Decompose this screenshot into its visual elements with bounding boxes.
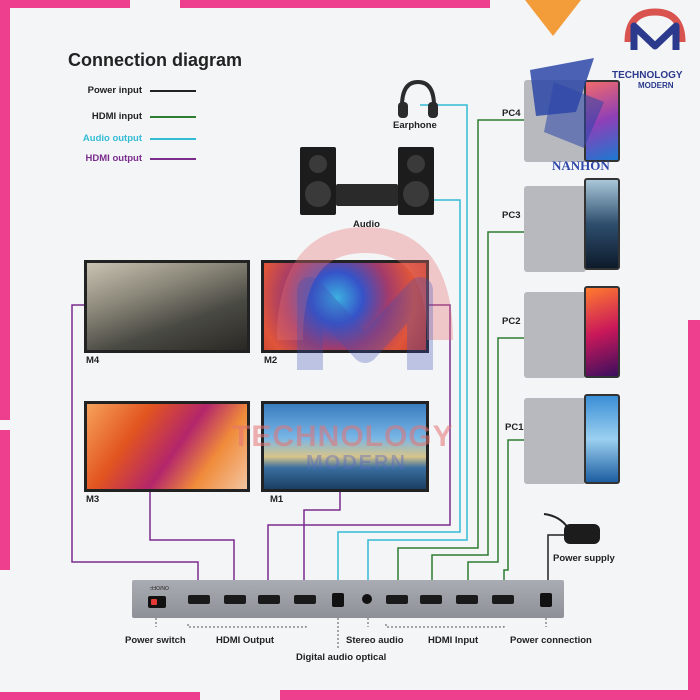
amplifier <box>336 184 398 206</box>
wm-center-line1: TECHNOLOGY <box>232 420 454 453</box>
line-audio-speaker <box>337 199 461 583</box>
line-hdmi-in-pc4 <box>397 119 525 583</box>
center-watermark-icon <box>277 226 453 370</box>
legend-power-label: Power input <box>87 85 142 96</box>
hdmi-in-port-3[interactable] <box>420 595 442 604</box>
monitor-m1 <box>261 401 429 492</box>
power-adapter-icon <box>543 513 600 544</box>
frame-bottom-right-bar <box>280 690 700 700</box>
tm-logo-icon <box>624 8 686 50</box>
diagram-title: Connection diagram <box>68 50 243 70</box>
frame-orange-triangle <box>525 0 581 36</box>
wm-logo-line1: TECHNOLOGY <box>612 70 683 81</box>
hdmi-out-port-1[interactable] <box>294 595 316 604</box>
frame-left-bottom-bar <box>0 430 10 570</box>
line-audio-earphone <box>367 104 468 583</box>
monitor-m2-label: M2 <box>264 355 278 366</box>
hdmi-out-port-3[interactable] <box>224 595 246 604</box>
stereo-audio-label: Stereo audio <box>346 635 404 646</box>
hdmi-in-port-1[interactable] <box>492 595 514 604</box>
frame-left-bar <box>0 0 10 420</box>
headphones-icon <box>398 79 438 118</box>
legend-audio-output-label: Audio output <box>82 133 142 144</box>
optical-audio-port[interactable] <box>332 593 344 607</box>
monitor-m4 <box>84 260 250 353</box>
digital-audio-optical-label: Digital audio optical <box>296 652 387 663</box>
line-hdmi-in-pc3 <box>431 231 525 583</box>
line-hdmi-in-pc1 <box>503 439 525 583</box>
power-switch[interactable] <box>148 596 166 608</box>
monitor-m1-label: M1 <box>270 494 284 505</box>
pc3-label: PC3 <box>502 210 521 221</box>
wm-logo-line2: MODERN <box>638 81 674 90</box>
pc2-laptop <box>524 292 586 378</box>
hdmi-out-port-4[interactable] <box>188 595 210 604</box>
line-hdmi-out-m2 <box>267 304 451 583</box>
monitor-m3-label: M3 <box>86 494 100 505</box>
line-hdmi-out-m4 <box>71 304 199 583</box>
audio-label: Audio <box>353 219 380 230</box>
wm-center-line2: MODERN <box>306 452 407 474</box>
pc3-laptop <box>524 186 586 272</box>
pc3-screen <box>584 178 620 270</box>
monitor-m3 <box>84 401 250 492</box>
frame-right-bar <box>688 320 700 700</box>
legend-hdmi-output-line <box>150 157 196 160</box>
legend-audio-output-line <box>150 137 196 140</box>
speaker-left <box>300 147 336 215</box>
pc4-label: PC4 <box>502 108 521 119</box>
frame-top-bar <box>180 0 490 8</box>
legend-hdmi-input-label: HDMI input <box>91 111 142 122</box>
monitor-m4-label: M4 <box>86 355 100 366</box>
hdmi-input-label: HDMI Input <box>428 635 479 646</box>
frame-bottom-bar <box>0 692 200 700</box>
hdmi-in-port-4[interactable] <box>386 595 408 604</box>
line-hdmi-out-m3 <box>149 490 235 583</box>
power-supply-label: Power supply <box>553 553 615 564</box>
legend-power: Power input <box>50 85 196 96</box>
frame-top-left-bar <box>0 0 130 8</box>
legend-power-line <box>150 89 196 92</box>
legend-audio-output: Audio output <box>50 133 196 144</box>
pc1-label: PC1 <box>505 422 524 433</box>
power-switch-label: Power switch <box>125 635 186 646</box>
line-hdmi-in-pc2 <box>467 337 525 583</box>
hdmi-out-port-2[interactable] <box>258 595 280 604</box>
pc1-screen <box>584 394 620 484</box>
speaker-right <box>398 147 434 215</box>
legend-hdmi-input-line <box>150 115 196 118</box>
hdmi-in-port-2[interactable] <box>456 595 478 604</box>
earphone-label: Earphone <box>393 120 437 131</box>
pc2-screen <box>584 286 620 378</box>
nanhon-logo-icon <box>530 58 604 148</box>
stereo-audio-port[interactable] <box>362 594 372 604</box>
dc-power-port[interactable] <box>540 593 552 607</box>
monitor-m2 <box>261 260 429 353</box>
hdmi-output-label: HDMI Output <box>216 635 275 646</box>
pc1-laptop <box>524 398 586 484</box>
pc2-label: PC2 <box>502 316 521 327</box>
wm-brand: NANHON <box>552 158 610 173</box>
legend-hdmi-input: HDMI input <box>50 111 196 122</box>
power-connection-label: Power connection <box>510 635 592 646</box>
legend-hdmi-output-label: HDMI output <box>85 153 142 164</box>
matrix-switch-device: ON/OFF <box>132 580 564 618</box>
legend-hdmi-output: HDMI output <box>50 153 196 164</box>
line-hdmi-out-m1 <box>303 490 341 583</box>
